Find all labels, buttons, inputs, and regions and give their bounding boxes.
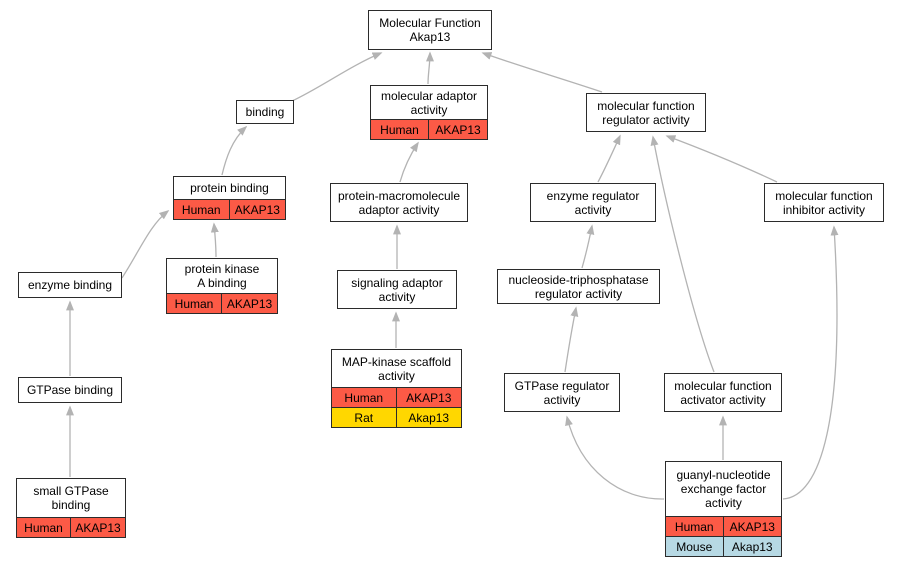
edge-guanyl-nucleotide-exchange-factor-activity-to-gtpase-regulator-activity (565, 415, 665, 500)
node-molecular-function-regulator-activity[interactable]: molecular function regulator activity (586, 93, 706, 132)
node-protein-macromolecule-adaptor-activity[interactable]: protein-macromolecule adaptor activity (330, 183, 468, 222)
edge-nucleoside-triphosphatase-regulator-activity-to-enzyme-regulator-activity (581, 224, 595, 269)
edge-protein-binding-to-binding (221, 125, 248, 176)
annotation-species: Human (332, 388, 397, 407)
node-label: protein kinase A binding (167, 259, 277, 293)
node-label: small GTPase binding (17, 479, 125, 517)
annotation-species: Human (174, 200, 230, 219)
annotation-species: Human (17, 518, 71, 537)
node-gtpase-regulator-activity[interactable]: GTPase regulator activity (504, 373, 620, 412)
node-enzyme-regulator-activity[interactable]: enzyme regulator activity (530, 183, 656, 222)
node-molecular-function-inhibitor-activity[interactable]: molecular function inhibitor activity (764, 183, 884, 222)
edge-molecular-adaptor-activity-to-molecular-function-akap13 (425, 51, 434, 85)
annotation-species: Human (371, 120, 429, 139)
node-guanyl-nucleotide-exchange-factor-activity[interactable]: guanyl-nucleotide exchange factor activi… (665, 461, 782, 557)
edge-gtpase-regulator-activity-to-nucleoside-triphosphatase-regulator-activity (564, 306, 579, 373)
node-label: protein-macromolecule adaptor activity (331, 184, 467, 221)
node-label: nucleoside-triphosphatase regulator acti… (498, 270, 659, 303)
node-nucleoside-triphosphatase-regulator-activity[interactable]: nucleoside-triphosphatase regulator acti… (497, 269, 660, 304)
edge-molecular-function-activator-activity-to-molecular-function-regulator-activity (650, 135, 715, 373)
node-gtpase-binding[interactable]: GTPase binding (18, 377, 122, 403)
node-signaling-adaptor-activity[interactable]: signaling adaptor activity (337, 270, 457, 309)
annotation-species: Human (666, 517, 724, 536)
edge-molecular-function-inhibitor-activity-to-molecular-function-regulator-activity (665, 135, 778, 183)
edge-enzyme-regulator-activity-to-molecular-function-regulator-activity (597, 134, 621, 183)
annotation-species: Human (167, 294, 222, 313)
edge-guanyl-nucleotide-exchange-factor-activity-to-molecular-function-inhibitor-activity (782, 225, 839, 500)
node-label: protein binding (174, 177, 285, 199)
edge-protein-kinase-a-binding-to-protein-binding (210, 222, 219, 258)
node-label: Molecular Function Akap13 (369, 11, 491, 49)
node-binding[interactable]: binding (236, 100, 294, 124)
annotation-gene: AKAP13 (229, 200, 285, 219)
node-label: MAP-kinase scaffold activity (332, 350, 461, 387)
annotation-gene: Akap13 (396, 408, 461, 427)
node-label: enzyme regulator activity (531, 184, 655, 221)
edge-molecular-function-regulator-activity-to-molecular-function-akap13 (481, 52, 603, 93)
node-label: molecular function activator activity (665, 374, 781, 411)
annotation-gene: AKAP13 (429, 120, 487, 139)
annotation-gene: AKAP13 (396, 388, 461, 407)
annotation-gene: AKAP13 (723, 517, 781, 536)
node-label: enzyme binding (19, 273, 121, 297)
node-molecular-function-activator-activity[interactable]: molecular function activator activity (664, 373, 782, 412)
node-label: molecular adaptor activity (371, 86, 487, 119)
node-label: binding (237, 101, 293, 123)
annotation-species: Rat (332, 408, 397, 427)
node-enzyme-binding[interactable]: enzyme binding (18, 272, 122, 298)
edge-protein-macromolecule-adaptor-activity-to-molecular-adaptor-activity (399, 141, 419, 183)
annotation-gene: Akap13 (723, 537, 781, 556)
annotation-gene: AKAP13 (222, 294, 277, 313)
node-label: molecular function regulator activity (587, 94, 705, 131)
node-label: molecular function inhibitor activity (765, 184, 883, 221)
node-label: GTPase binding (19, 378, 121, 402)
edge-binding-to-molecular-function-akap13 (291, 52, 383, 102)
edge-enzyme-binding-to-protein-binding (121, 210, 170, 279)
annotation-species: Mouse (666, 537, 724, 556)
node-label: guanyl-nucleotide exchange factor activi… (666, 462, 781, 516)
node-label: signaling adaptor activity (338, 271, 456, 308)
node-molecular-function-akap13[interactable]: Molecular Function Akap13 (368, 10, 492, 50)
node-label: GTPase regulator activity (505, 374, 619, 411)
annotation-gene: AKAP13 (71, 518, 125, 537)
